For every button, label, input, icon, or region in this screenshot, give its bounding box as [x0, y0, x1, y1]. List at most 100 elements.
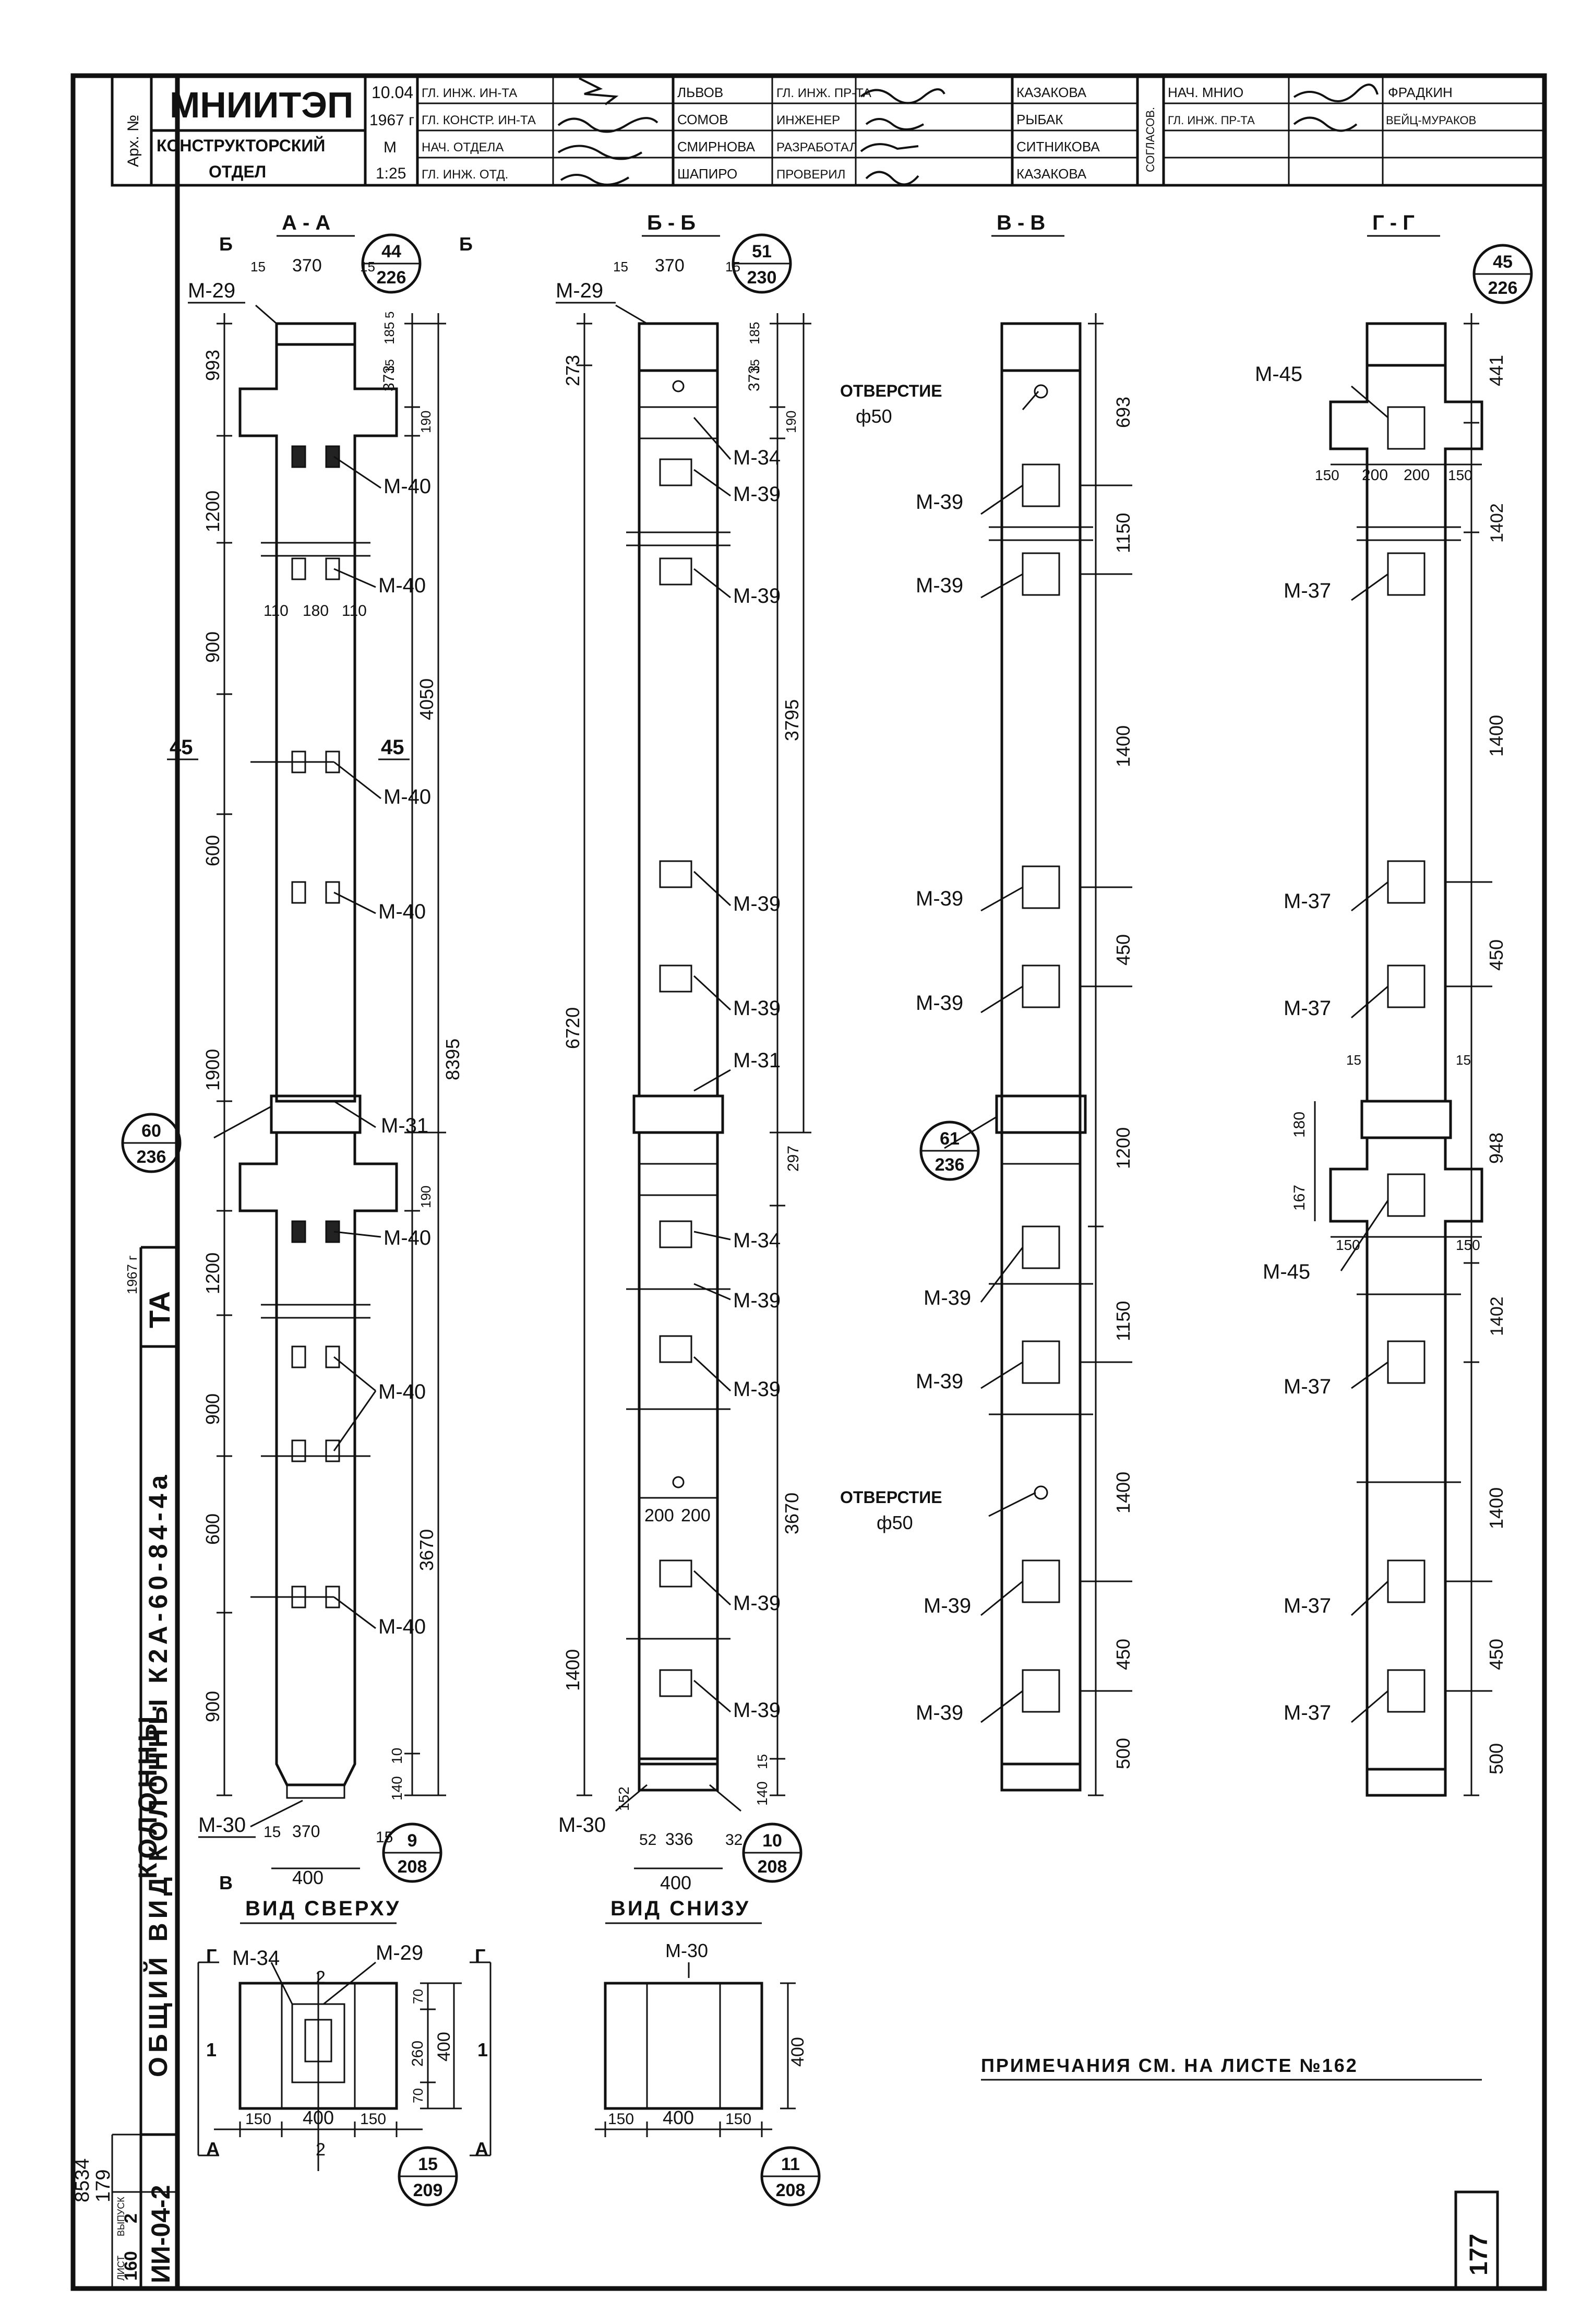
dim-gg-0: 441: [1486, 355, 1507, 386]
cut-1-left: 1: [206, 2039, 217, 2060]
label-m40-6: М-40: [378, 1380, 426, 1403]
name2-2: РЫБАК: [1016, 112, 1063, 127]
dim-aa-15a: 15: [383, 359, 397, 373]
label-m39-vv-5: М-39: [924, 1286, 971, 1309]
dim-bb-152: 152: [616, 1786, 632, 1811]
dim-aa-400: 400: [292, 1867, 324, 1888]
name1-2: СОМОВ: [677, 112, 728, 127]
hole-dia-1: ф50: [856, 406, 892, 427]
dim-bb-3670: 3670: [781, 1493, 803, 1534]
label-m45-gg-2: М-45: [1263, 1260, 1310, 1283]
dim-aa-140: 140: [389, 1776, 405, 1801]
dim-vv-7: 450: [1112, 1639, 1134, 1670]
issue-number: 2: [121, 2213, 141, 2223]
scale-value: 1:25: [376, 165, 406, 182]
dim-aa-3670: 3670: [416, 1529, 437, 1571]
callout-number: 61: [940, 1129, 960, 1149]
name3-1: ФРАДКИН: [1388, 85, 1453, 100]
title-block: Арх. № МНИИТЭП КОНСТРУКТОРСКИЙ ОТДЕЛ 10.…: [111, 74, 1546, 187]
name1-1: ЛЬВОВ: [677, 85, 723, 100]
cut-letters: Б Б В Г Г А А 1 1: [206, 233, 488, 2160]
callout-number: 51: [752, 242, 772, 261]
callout-number: 44: [381, 242, 401, 261]
dim-aa-1200a: 1200: [202, 491, 223, 532]
plates-aa: [291, 445, 340, 1608]
dim-aa-110b: 110: [342, 602, 367, 619]
label-m37-gg-3: М-37: [1284, 997, 1331, 1020]
label-m30-bottom: М-30: [665, 1940, 708, 1961]
top-view-title: ВИД СВЕРХУ: [245, 1897, 401, 1920]
column-vv: [944, 313, 1132, 1796]
label-m34-bb-1: М-34: [733, 446, 781, 469]
dim-aa-370-bottom: 370: [292, 1822, 320, 1841]
series-label: ТА: [143, 1291, 176, 1328]
signatures: [557, 77, 1379, 186]
column-gg: [1314, 313, 1492, 1797]
dim-aa-900b: 900: [202, 1393, 223, 1425]
hole-dia-2: ф50: [877, 1512, 913, 1533]
dim-aa-1200b: 1200: [202, 1253, 223, 1294]
label-m39-vv-4: М-39: [916, 992, 963, 1015]
dim-bb-52: 52: [639, 1831, 656, 1849]
sheet-subtitle: КОЛОННЫ.: [133, 1701, 162, 1879]
callout-number: 15: [418, 2154, 438, 2174]
dim-bb-400: 400: [660, 1872, 691, 1893]
label-m39-vv-7: М-39: [924, 1594, 971, 1617]
label-m37-gg-4: М-37: [1284, 1375, 1331, 1398]
dim-gg-1: 1402: [1487, 503, 1507, 543]
page-number-box: [1454, 2190, 1499, 2290]
dims-bb: 273 3795 6720 297 3670 1400 185 373 15 1…: [562, 256, 803, 1893]
label-m40-1: М-40: [384, 475, 431, 498]
column-aa: [213, 304, 446, 1828]
label-m40-7: М-40: [378, 1615, 426, 1638]
dim-gg-150a: 150: [1315, 467, 1339, 483]
dim-bb-6720: 6720: [562, 1007, 583, 1049]
dim-gg-3: 450: [1486, 939, 1507, 971]
label-m37-gg-5: М-37: [1284, 1594, 1331, 1617]
archive-label: Арх. №: [125, 115, 142, 167]
dim-gg-180: 180: [1291, 1112, 1308, 1138]
role2-1: ГЛ. ИНЖ. ПР-ТА: [776, 86, 871, 100]
section-vv-title: В - В: [997, 211, 1045, 234]
notes-text: ПРИМЕЧАНИЯ СМ. НА ЛИСТЕ №162: [981, 2055, 1358, 2076]
cut-b-left: Б: [219, 233, 233, 255]
callout-number: 10: [762, 1831, 782, 1851]
callout-sheet: 230: [747, 268, 777, 288]
label-m37-gg-6: М-37: [1284, 1701, 1331, 1724]
tv-400v: 400: [434, 2032, 454, 2061]
dim-gg-167: 167: [1291, 1185, 1308, 1211]
dim-gg-15a: 15: [1346, 1052, 1361, 1068]
dim-aa-190a: 190: [418, 411, 434, 433]
label-m39-bb-2: М-39: [733, 585, 781, 607]
name2-3: СИТНИКОВА: [1016, 139, 1100, 154]
role-1: ГЛ. ИНЖ. ИН-ТА: [422, 86, 517, 100]
dim-bb-1400: 1400: [562, 1649, 583, 1691]
dim-aa-10: 10: [389, 1748, 405, 1764]
dim-aa-900a: 900: [202, 631, 223, 663]
dim-bb-336: 336: [665, 1830, 693, 1849]
dim-aa-600b: 600: [202, 1513, 223, 1545]
dim-aa-993: 993: [202, 350, 223, 381]
dim-vv-6: 1400: [1112, 1472, 1134, 1513]
tv-2b: 2: [316, 2140, 326, 2160]
archive-number-2: 179: [92, 2170, 114, 2202]
dim-bb-200a: 200: [644, 1506, 674, 1526]
role-2: ГЛ. КОНСТР. ИН-ТА: [422, 113, 536, 127]
bv-150b: 150: [725, 2111, 751, 2128]
dim-aa-45-right: 45: [381, 736, 404, 759]
page-number: 177: [1465, 2234, 1493, 2275]
mark-labels: М-29 М-40 М-40 М-40 М-40 М-31 М-40 М-40 …: [188, 279, 1331, 1970]
dim-aa-185: 185: [381, 322, 397, 344]
dim-bb-297: 297: [785, 1146, 802, 1172]
callout-sheet: 236: [137, 1147, 166, 1167]
dims-aa: 993 1200 900 600 1900 1200 900 600 900 4…: [167, 256, 463, 1888]
label-m37-gg-1: М-37: [1284, 579, 1331, 602]
callout-sheet: 209: [413, 2180, 443, 2200]
label-m39-vv-2: М-39: [916, 574, 963, 597]
dim-vv-2: 1400: [1112, 725, 1134, 767]
